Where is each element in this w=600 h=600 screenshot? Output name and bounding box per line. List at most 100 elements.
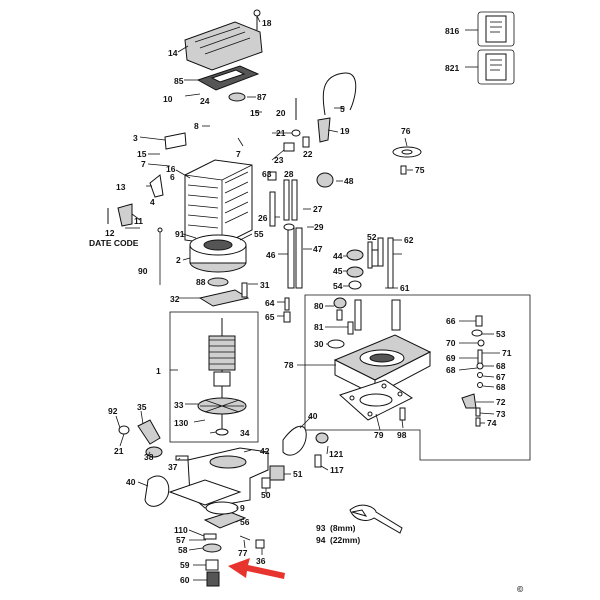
callout-71: 71 [502,348,512,358]
callout-67: 67 [496,372,506,382]
callout-51: 51 [293,469,303,479]
callout-45: 45 [333,266,343,276]
callout-77: 77 [238,548,248,558]
callout-32: 32 [170,294,180,304]
callout-42: 42 [260,446,270,456]
callout-20: 20 [276,108,286,118]
gasket-79 [339,379,413,421]
callout-13: 13 [116,182,126,192]
callout-18: 18 [262,18,272,28]
callout-15a: 15 [137,149,147,159]
callout-58: 58 [178,545,188,555]
copyright-mark: © [517,584,524,594]
highlight-arrow [228,558,285,579]
callout-88: 88 [196,277,206,287]
callout-91: 91 [175,229,185,239]
callout-54: 54 [333,281,343,291]
callout-92: 92 [108,406,118,416]
column-46 [287,227,295,289]
knob-48 [316,172,334,188]
callout-63: 63 [262,169,272,179]
callout-821: 821 [445,63,459,73]
callout-56: 56 [240,517,250,527]
callout-40a: 40 [126,477,136,487]
callout-37: 37 [168,462,178,472]
base-housing-42 [168,447,285,509]
power-cord-5 [322,72,357,116]
callout-38: 38 [144,452,154,462]
callout-62: 62 [404,235,414,245]
callout-72: 72 [496,397,506,407]
callout-816: 816 [445,26,459,36]
callout-79: 79 [374,430,384,440]
field-coil-part [189,234,247,273]
callout-40b: 40 [308,411,318,421]
callout-80: 80 [314,301,324,311]
callout-31: 31 [260,280,270,290]
callout-52: 52 [367,232,377,242]
switch-plate-part [196,65,260,91]
callout-70: 70 [446,338,456,348]
grommet-87 [228,92,246,102]
callout-47: 47 [313,244,323,254]
callout-65: 65 [265,312,275,322]
callout-121: 121 [329,449,343,459]
armature-frame [169,311,259,443]
callout-10: 10 [163,94,173,104]
callout-8: 8 [194,121,199,131]
callout-87: 87 [257,92,267,102]
callout-61: 61 [400,283,410,293]
callout-117: 117 [330,465,344,475]
top-cover-part [184,9,263,71]
callout-22: 22 [303,149,313,159]
callout-55: 55 [254,229,264,239]
bearing-88 [207,277,229,287]
callout-75: 75 [415,165,425,175]
armature-part [197,318,247,436]
callout-29: 29 [314,222,324,232]
callout-68c: 68 [496,382,506,392]
callout-26: 26 [258,213,268,223]
spring-13 [149,174,164,198]
callout-23: 23 [274,155,284,165]
wrench-part [349,504,403,534]
callout-110: 110 [174,525,188,535]
callout-2: 2 [176,255,181,265]
callout-14: 14 [168,48,178,58]
cord-guard-19 [317,117,331,143]
callout-48: 48 [344,176,354,186]
callout-27: 27 [313,204,323,214]
callout-6: 6 [170,172,175,182]
leader-lines [115,15,500,581]
callout-16: 16 [166,164,176,174]
callout-60: 60 [180,575,190,585]
collet-nut-56 [203,511,247,529]
callout-34: 34 [240,428,250,438]
manual-icon-821 [477,49,515,85]
callout-35: 35 [137,402,147,412]
callout-7a: 7 [141,159,146,169]
callout-68a: 68 [446,365,456,375]
callout-1: 1 [156,366,161,376]
callout-73: 73 [496,409,506,419]
column-47 [295,227,303,289]
wrench-size-8mm: (8mm) [330,523,356,533]
callout-74: 74 [487,418,497,428]
callout-90: 90 [138,266,148,276]
callout-11: 11 [134,216,143,226]
callout-53: 53 [496,329,506,339]
callout-64: 64 [265,298,275,308]
callout-81: 81 [314,322,324,332]
callout-21b: 21 [114,446,124,456]
callout-21a: 21 [276,128,286,138]
handle-40-right [282,425,307,456]
manual-icon-816 [477,11,515,47]
brush-holder-11 [117,203,133,227]
callout-15b: 15 [250,108,260,118]
baffle-32 [198,289,250,307]
collet-59 [205,559,219,571]
callout-85: 85 [174,76,184,86]
callout-9: 9 [240,503,245,513]
